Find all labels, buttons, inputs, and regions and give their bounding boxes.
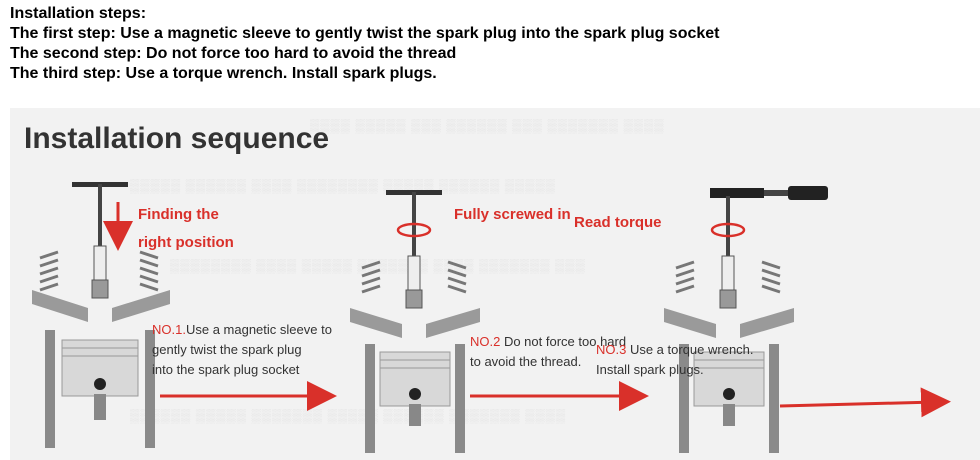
sequence-title: Installation sequence xyxy=(24,122,330,155)
next-arrow-icon xyxy=(779,387,951,418)
note-1: NO.1.Use a magnetic sleeve to gently twi… xyxy=(152,320,332,380)
step-3: The third step: Use a torque wrench. Ins… xyxy=(10,65,437,82)
note-1-number: NO.1. xyxy=(152,322,186,337)
engine-illustrations xyxy=(32,182,951,453)
stage-3-label: Read torque xyxy=(574,214,662,231)
cylinder-head-icon xyxy=(32,290,170,322)
note-3-number: NO.3 xyxy=(596,342,627,357)
piston-icon xyxy=(379,351,451,426)
spark-plug-icon xyxy=(719,255,737,309)
watermark: ▒▒▒▒▒▒▒▒ ▒▒▒▒ ▒▒▒▒▒ ▒▒▒▒▒▒▒ ▒▒▒▒ ▒▒▒▒▒▒▒… xyxy=(170,258,586,273)
note-2-line-2: to avoid the thread. xyxy=(470,354,582,369)
stage-1-label-line-2: right position xyxy=(138,234,234,251)
step-2: The second step: Do not force too hard t… xyxy=(10,45,457,62)
steps-heading: Installation steps: xyxy=(10,5,147,22)
note-2-number: NO.2 xyxy=(470,334,501,349)
rotation-arrow-icon xyxy=(396,222,432,238)
cylinder-icon xyxy=(679,344,779,453)
valve-springs-icon xyxy=(39,250,159,292)
engine-stage-1 xyxy=(32,182,337,448)
note-3-line-2: Install spark plugs. xyxy=(596,362,704,377)
engine-stage-2 xyxy=(350,190,649,453)
note-2: NO.2 Do not force too hard to avoid the … xyxy=(470,332,626,372)
valve-springs-icon xyxy=(361,260,467,294)
torque-wrench-icon xyxy=(710,186,828,256)
step-1: The first step: Use a magnetic sleeve to… xyxy=(10,25,720,42)
stage-2-label: Fully screwed in xyxy=(454,206,571,223)
valve-springs-icon xyxy=(675,260,781,294)
spark-plug-icon xyxy=(405,255,423,309)
stage-1-label-line-1: Finding the xyxy=(138,206,219,223)
installation-diagram: ▒▒▒▒ ▒▒▒▒▒ ▒▒▒ ▒▒▒▒▒▒ ▒▒▒ ▒▒▒▒▒▒▒ ▒▒▒▒ ▒… xyxy=(10,108,980,460)
cylinder-head-icon xyxy=(664,308,794,338)
note-2-line-1: Do not force too hard xyxy=(500,334,627,349)
note-1-line-3: into the spark plug socket xyxy=(152,362,300,377)
watermark: ▒▒▒▒▒ ▒▒▒▒▒▒ ▒▒▒▒ ▒▒▒▒▒▒▒▒ ▒▒▒▒▒ ▒▒▒▒▒▒ … xyxy=(130,178,556,193)
cylinder-icon xyxy=(45,330,155,448)
cylinder-head-icon xyxy=(350,308,480,338)
note-1-line-1: Use a magnetic sleeve to xyxy=(185,322,332,337)
piston-icon xyxy=(61,339,139,420)
cylinder-icon xyxy=(365,344,465,453)
installation-steps: Installation steps: The first step: Use … xyxy=(10,4,720,84)
watermark: ▒▒▒▒ ▒▒▒▒▒ ▒▒▒ ▒▒▒▒▒▒ ▒▒▒ ▒▒▒▒▒▒▒ ▒▒▒▒ xyxy=(310,118,665,133)
rotation-arrow-icon xyxy=(710,222,746,238)
spark-plug-icon xyxy=(91,245,109,299)
piston-icon xyxy=(693,351,765,426)
note-3-line-1: Use a torque wrench. xyxy=(626,342,754,357)
engine-stage-3 xyxy=(664,186,951,453)
note-3: NO.3 Use a torque wrench. Install spark … xyxy=(596,340,754,380)
socket-wrench-icon xyxy=(72,182,128,246)
note-1-line-2: gently twist the spark plug xyxy=(152,342,302,357)
